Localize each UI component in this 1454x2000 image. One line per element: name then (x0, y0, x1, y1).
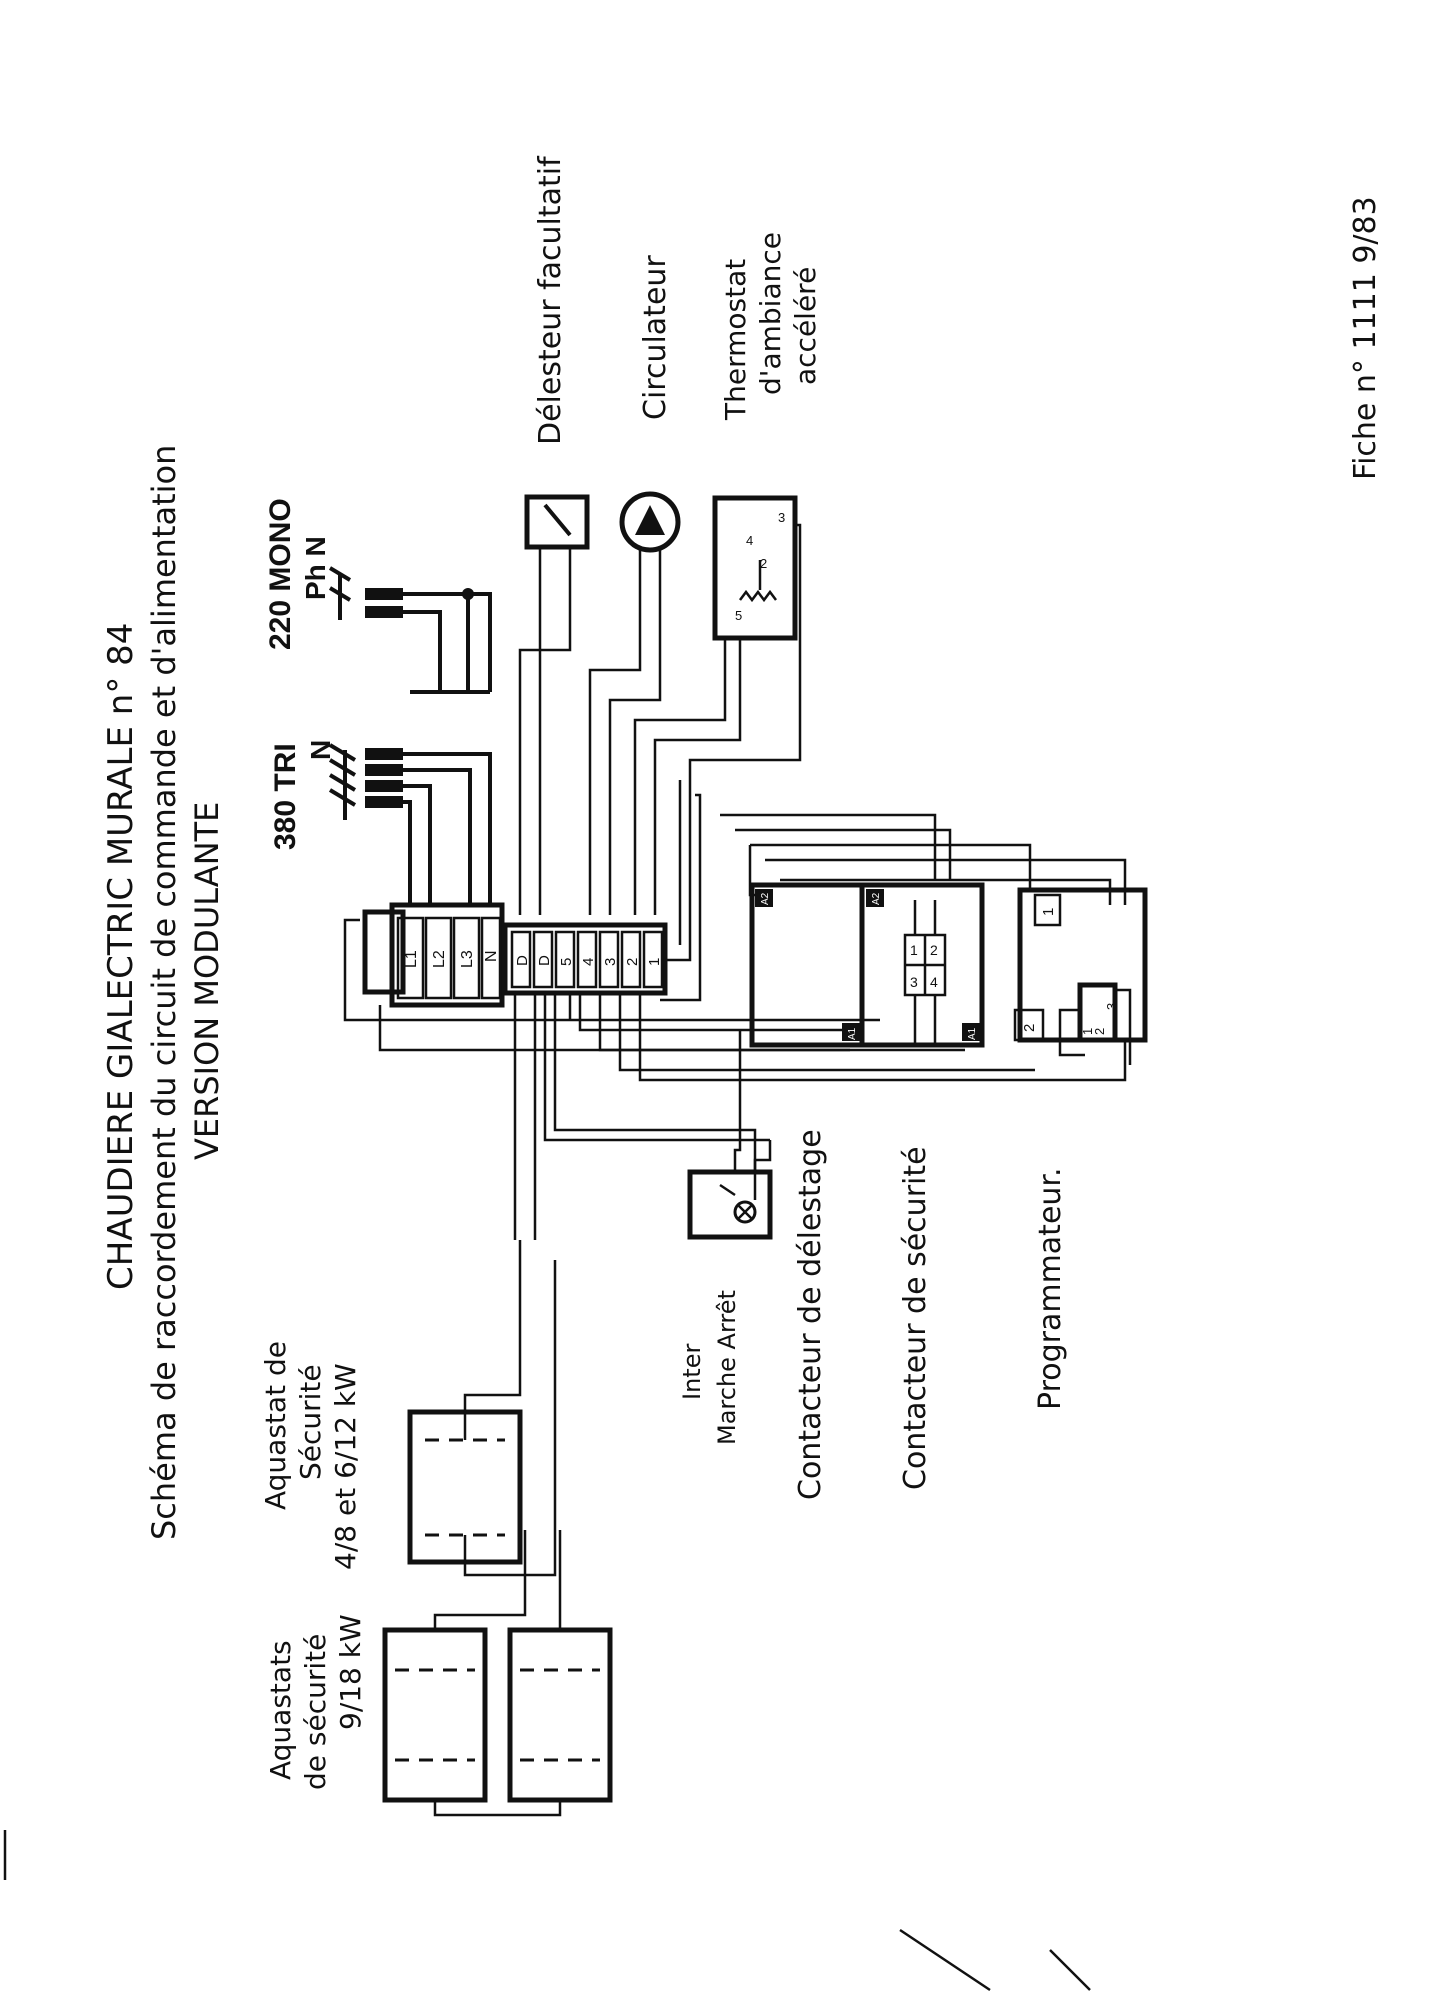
svg-text:Sécurité: Sécurité (294, 1364, 327, 1480)
fuse-icon (365, 796, 403, 808)
title-line-2: Schéma de raccordement du circuit de com… (145, 445, 183, 1540)
programmateur-label: Programmateur. (1033, 1167, 1068, 1410)
terminal-l2: L2 (431, 950, 448, 968)
programmer-terminal-3: 1 (1080, 1028, 1095, 1035)
svg-text:Aquastats: Aquastats (264, 1640, 297, 1780)
thermostat-terminal-3: 3 (778, 510, 785, 525)
fuse-icon (365, 588, 403, 600)
fiche-number: Fiche n° 1111 9/83 (1348, 196, 1383, 480)
thermostat-box: 4 3 2 5 (633, 495, 802, 962)
terminal-l3: L3 (459, 950, 476, 968)
circulateur-label: Circulateur (638, 255, 673, 420)
terminal-4: 4 (580, 958, 597, 966)
title-line-1: CHAUDIERE GIALECTRIC MURALE n° 84 (101, 623, 141, 1290)
terminal-d2: D (536, 955, 553, 966)
terminal-d1: D (514, 955, 531, 966)
thermostat-label: Thermostat d'ambiance accéléré (719, 232, 822, 421)
programmer-terminal-2: 2 (1021, 1024, 1038, 1032)
supply-220-wiring (328, 566, 492, 694)
thermostat-terminal-5: 5 (735, 608, 742, 623)
svg-text:Aquastat de: Aquastat de (259, 1341, 292, 1510)
title-block: CHAUDIERE GIALECTRIC MURALE n° 84 Schéma… (101, 445, 226, 1540)
fuse-icon (365, 764, 403, 776)
svg-text:Inter: Inter (678, 1344, 706, 1400)
power-terminal-block: L1 L2 L3 N (362, 902, 505, 1008)
contacteur-securite-label: Contacteur de sécurité (898, 1146, 933, 1490)
svg-text:4/8 et 6/12 kW: 4/8 et 6/12 kW (329, 1363, 362, 1570)
supply-220-label: 220 MONO Ph N (264, 498, 331, 650)
delesteur-switch (518, 494, 590, 915)
svg-text:d'ambiance: d'ambiance (754, 232, 787, 395)
fuse-icon (365, 780, 403, 792)
aquastats-left-label: Aquastats de sécurité 9/18 kW (264, 1614, 367, 1790)
inter-marche-arret-switch (687, 1030, 773, 1240)
scan-edge-marks (3, 1830, 1091, 1992)
thermostat-terminal-4: 4 (746, 533, 753, 548)
terminal-n: N (483, 950, 500, 962)
svg-text:220 MONO: 220 MONO (264, 498, 297, 650)
relay-terminal-3: 3 (910, 974, 918, 990)
programmer-terminal-1: 1 (1040, 908, 1057, 916)
title-line-3: VERSION MODULANTE (188, 802, 226, 1160)
control-wiring (343, 780, 1127, 1240)
svg-text:accéléré: accéléré (789, 267, 822, 385)
contacteur-delestage-a2: A2 (760, 892, 771, 905)
programmer-terminal-4: 2 (1092, 1028, 1107, 1035)
supply-380-wiring (328, 743, 492, 905)
svg-text:Ph N: Ph N (300, 536, 331, 600)
thermostat-terminal-2: 2 (760, 556, 767, 571)
svg-text:Marche Arrêt: Marche Arrêt (713, 1290, 741, 1445)
circulator-pump-icon (588, 491, 681, 915)
programmer-terminal-5: 3 (1104, 1003, 1119, 1010)
relay-terminal-2: 2 (930, 942, 938, 958)
svg-text:9/18 kW: 9/18 kW (334, 1614, 367, 1730)
relay-terminal-1: 1 (910, 942, 918, 958)
terminal-l1: L1 (403, 950, 420, 968)
contacteur-securite-a2: A2 (871, 892, 882, 905)
delesteur-label: Délesteur facultatif (533, 155, 568, 445)
svg-text:380 TRI: 380 TRI (269, 743, 302, 850)
svg-text:N: N (305, 740, 336, 760)
terminal-5: 5 (558, 958, 575, 966)
contacteur-delestage-a1: A1 (847, 1027, 858, 1040)
contacteur-securite: A2 A1 1 2 3 4 (859, 882, 985, 1048)
supply-380-label: 380 TRI N (269, 740, 336, 850)
fuse-icon (365, 748, 403, 760)
terminal-3: 3 (602, 958, 619, 966)
aquastat-securite-mid (407, 1240, 557, 1577)
terminal-2: 2 (624, 958, 641, 966)
svg-text:Thermostat: Thermostat (719, 259, 752, 421)
control-terminal-block: D D 5 4 3 2 1 (502, 922, 668, 996)
svg-text:de sécurité: de sécurité (299, 1634, 332, 1790)
aquastat-mid-label: Aquastat de Sécurité 4/8 et 6/12 kW (259, 1341, 362, 1570)
contacteur-securite-a1: A1 (967, 1027, 978, 1040)
aquastats-securite-left (382, 1530, 613, 1817)
relay-terminal-4: 4 (930, 974, 938, 990)
inter-label: Inter Marche Arrêt (678, 1290, 741, 1445)
contacteur-delestage-label: Contacteur de délestage (793, 1129, 828, 1500)
terminal-1: 1 (646, 958, 663, 966)
programmateur-box: 1 2 1 2 3 (1013, 887, 1148, 1065)
fuse-icon (365, 606, 403, 618)
